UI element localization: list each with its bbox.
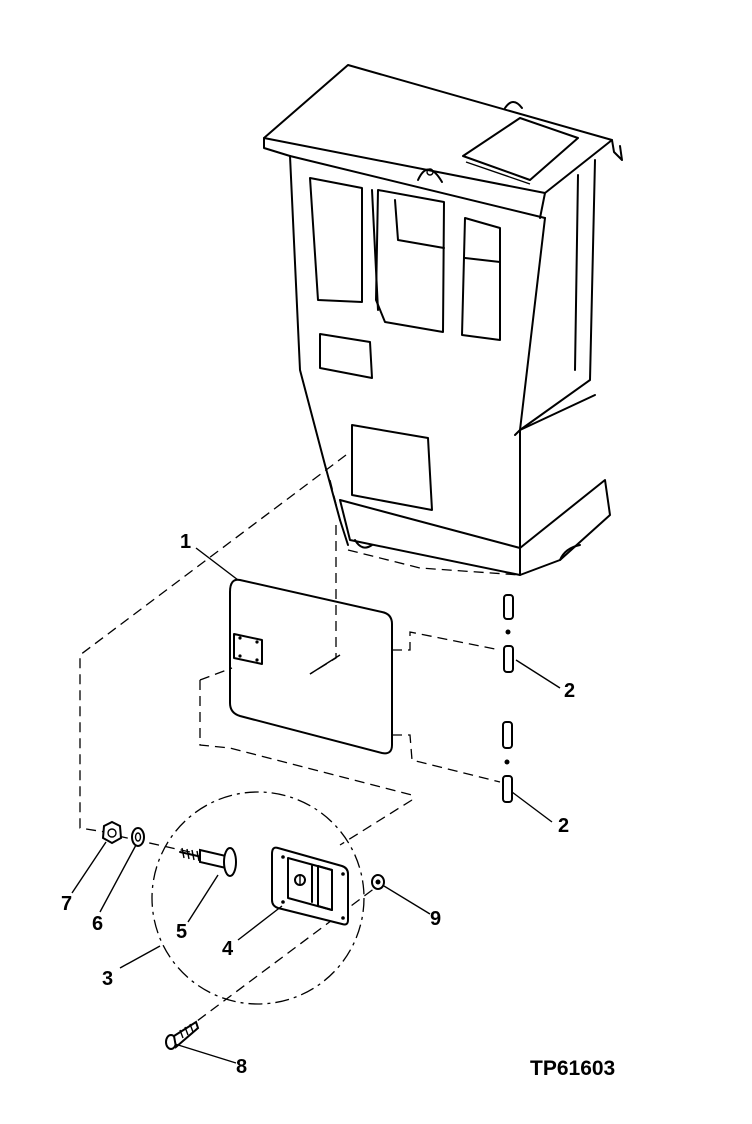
screw xyxy=(165,1020,200,1050)
bolt xyxy=(179,847,237,877)
callout-1: 1 xyxy=(180,531,191,553)
leader-lines xyxy=(71,547,561,1064)
latch-handle xyxy=(271,846,349,926)
callout-2-lower: 2 xyxy=(558,815,569,837)
operator-cab xyxy=(263,64,623,576)
cover-panel xyxy=(229,578,393,755)
assembly-lines xyxy=(79,454,521,1031)
callout-2-upper: 2 xyxy=(564,680,575,702)
callout-5: 5 xyxy=(176,921,187,943)
latch-assembly-circle xyxy=(151,791,365,1005)
callout-9: 9 xyxy=(430,908,441,930)
lock-nut xyxy=(371,874,385,890)
callout-7: 7 xyxy=(61,893,72,915)
hinge-pin-upper xyxy=(503,594,514,673)
nut xyxy=(101,820,123,845)
washer xyxy=(131,827,145,847)
callout-8: 8 xyxy=(236,1056,247,1078)
figure-id: TP61603 xyxy=(530,1057,615,1080)
callout-6: 6 xyxy=(92,913,103,935)
callout-3: 3 xyxy=(102,968,113,990)
hinge-pin-lower xyxy=(502,721,513,803)
callout-4: 4 xyxy=(222,938,234,960)
